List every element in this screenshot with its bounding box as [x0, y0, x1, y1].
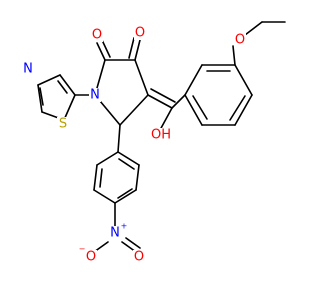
bond: [229, 95, 246, 121]
bond: [114, 189, 137, 204]
bond: [234, 94, 253, 126]
bond: [232, 45, 236, 66]
bond: [192, 95, 208, 120]
atom-nitrogen: N: [23, 62, 33, 77]
bond: [101, 39, 111, 58]
bond: [118, 158, 135, 170]
atom-oxygen: O: [235, 33, 245, 48]
bond: [125, 237, 141, 249]
bond: [117, 188, 133, 199]
bond: [128, 37, 135, 59]
atom-sulfur: S: [59, 117, 67, 132]
atom-hydroxyl: OH: [151, 128, 171, 143]
bond: [39, 87, 44, 106]
bond: [63, 94, 76, 121]
bond: [57, 80, 68, 94]
atom-oxygen: O: [86, 250, 96, 265]
atom-nitrogen: N: [110, 226, 120, 241]
bond: [59, 74, 76, 96]
bond: [150, 88, 176, 103]
bond: [184, 94, 203, 126]
bond: [96, 42, 106, 61]
bond: [93, 164, 98, 191]
bond: [99, 168, 103, 188]
bond: [184, 64, 203, 96]
bond: [159, 107, 173, 131]
bond: [147, 94, 173, 109]
bond: [117, 151, 140, 166]
negative-charge: −: [79, 245, 86, 254]
bond: [171, 94, 186, 109]
chemical-structure-diagram: O O N O OH N S N + O − O: [22, 21, 286, 265]
bond: [134, 39, 141, 61]
atom-label-group: O O N O OH N S N + O − O: [22, 26, 246, 265]
atom-oxygen: O: [92, 28, 102, 43]
bond: [117, 124, 121, 153]
bond: [234, 64, 253, 96]
bond: [134, 59, 149, 96]
bond: [135, 164, 140, 191]
bond: [93, 189, 116, 204]
positive-charge: +: [121, 222, 128, 231]
bond: [96, 151, 119, 166]
bond: [37, 74, 61, 86]
bond: [244, 21, 263, 36]
bond: [37, 84, 43, 113]
bond-group: [37, 21, 286, 253]
atom-nitrogen: N: [90, 88, 100, 103]
atom-oxygen: O: [134, 250, 144, 265]
atom-oxygen: O: [135, 26, 145, 41]
bond: [119, 94, 149, 126]
